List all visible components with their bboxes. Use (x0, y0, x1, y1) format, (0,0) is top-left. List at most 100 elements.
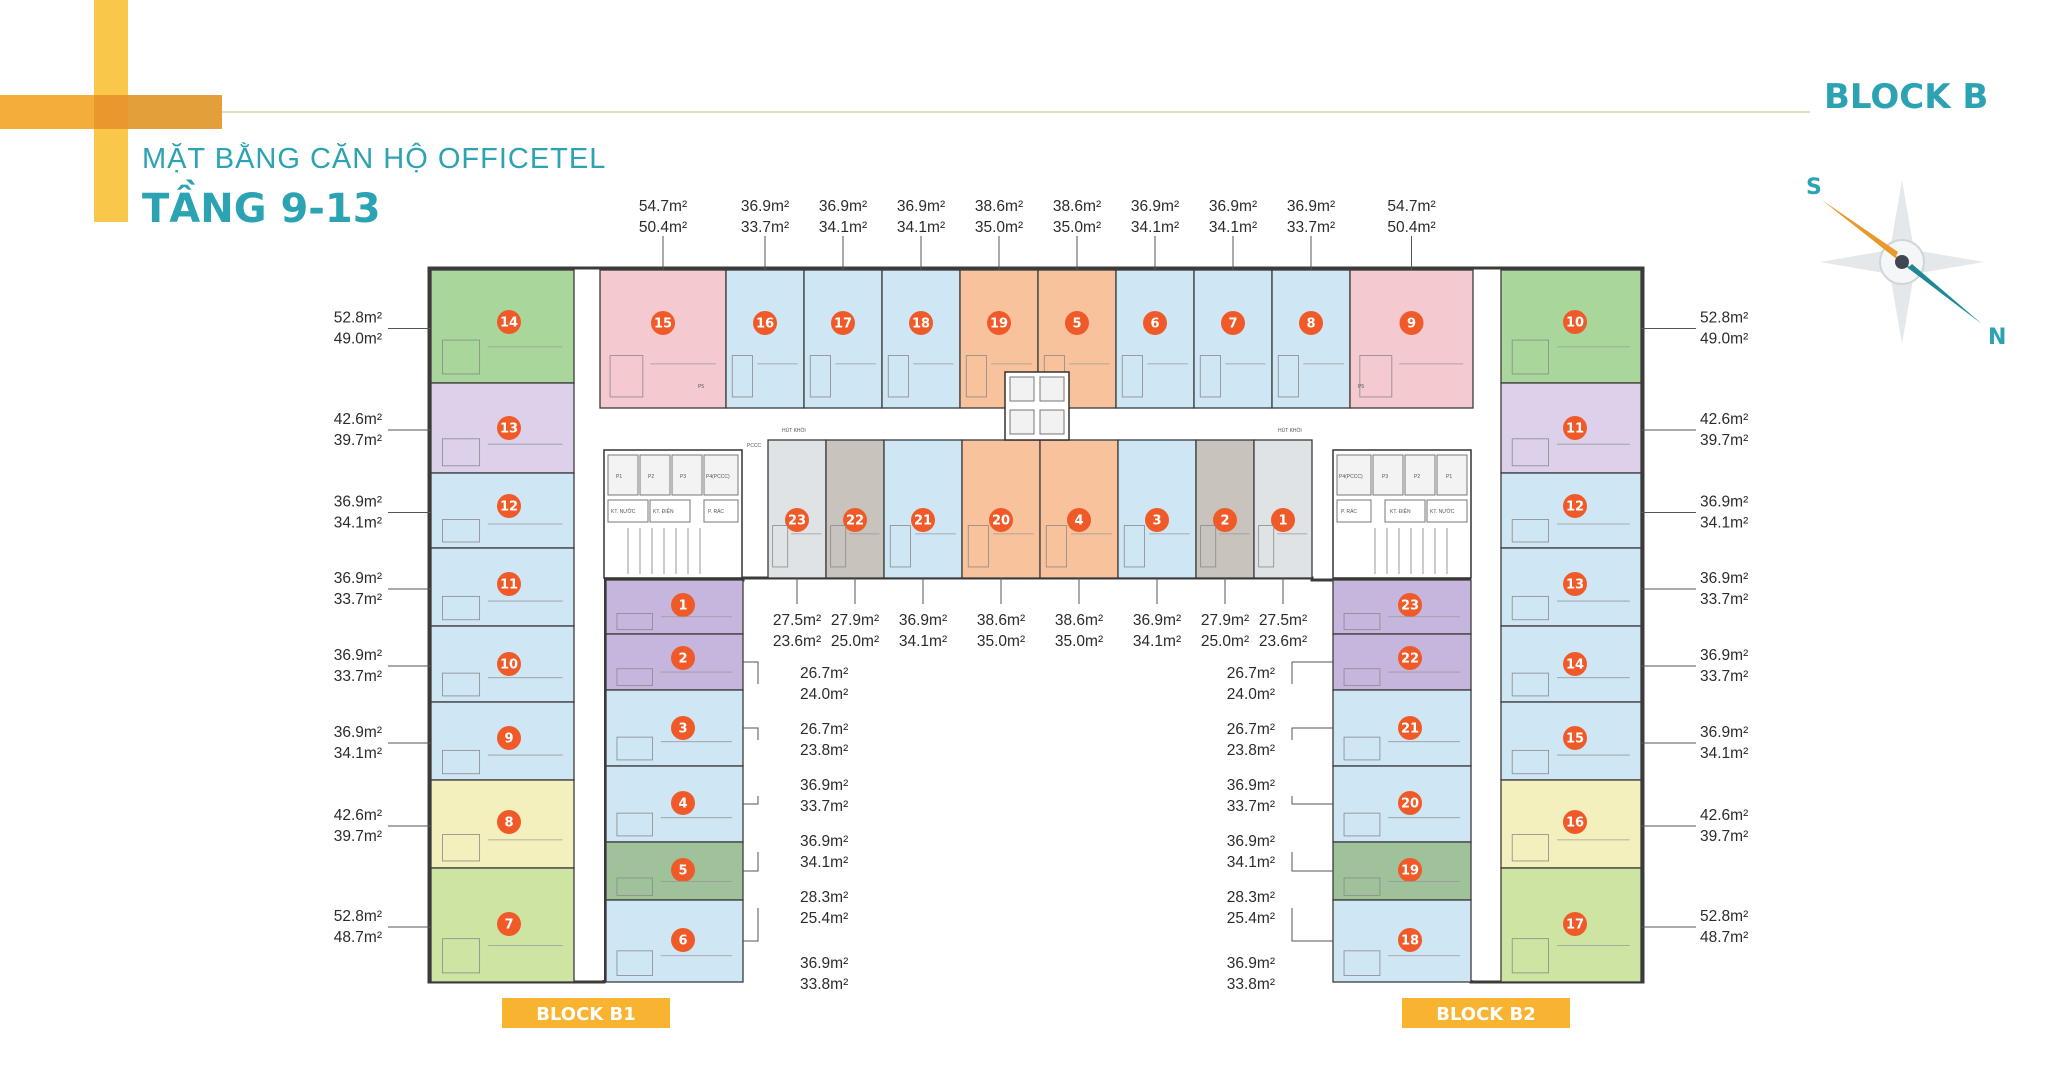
unit-bathroom (1511, 749, 1549, 775)
unit-area-net: 33.7m² (1287, 219, 1335, 236)
unit-area-gross: 38.6m² (1055, 612, 1103, 629)
unit-area-gross: 36.9m² (1209, 198, 1257, 215)
unit-number: 10 (500, 658, 518, 673)
unit-number-marker (753, 311, 777, 335)
unit-number-marker (1563, 810, 1587, 834)
unit-number-marker (1563, 726, 1587, 750)
unit-number-marker (1067, 508, 1091, 532)
unit-number-marker (1398, 716, 1422, 740)
unit-number-marker (831, 311, 855, 335)
unit-number-marker (497, 494, 521, 518)
unit-area-gross: 36.9m² (1227, 777, 1275, 794)
unit-area-gross: 42.6m² (334, 411, 382, 428)
unit-bathroom (1200, 525, 1217, 568)
unit-number: 6 (678, 934, 687, 949)
unit-number-marker (1065, 311, 1089, 335)
unit-bathroom (1343, 877, 1381, 896)
unit-area-net: 34.1m² (334, 745, 382, 762)
unit-details (442, 339, 1630, 976)
unit-bathroom (1511, 519, 1549, 543)
unit-area-gross: 27.5m² (773, 612, 821, 629)
unit-bathroom (965, 355, 987, 398)
unit-area-net: 34.1m² (1209, 219, 1257, 236)
unit-bathroom (1123, 525, 1145, 568)
unit-area-net: 25.4m² (800, 910, 848, 927)
block-b2-label: BLOCK B2 (1402, 998, 1570, 1028)
leader-line (743, 908, 759, 942)
unit-bathroom (1511, 672, 1549, 697)
unit-room (599, 269, 727, 409)
central-core: PCCC HÚT KHÓI HÚT KHÓI P5 P5 (698, 371, 1364, 449)
unit-bathroom (1343, 613, 1381, 631)
unit-number: 21 (914, 514, 932, 529)
unit-bathroom (967, 525, 989, 568)
unit-number: 15 (654, 317, 672, 332)
unit-number-marker (1143, 311, 1167, 335)
unit-number-marker (843, 508, 867, 532)
unit-number: 4 (678, 797, 687, 812)
unit-number: 11 (1566, 422, 1584, 437)
unit-area-net: 34.1m² (1131, 219, 1179, 236)
unit-number: 4 (1074, 514, 1083, 529)
unit-area-gross: 54.7m² (1387, 198, 1435, 215)
unit-bathroom (731, 355, 753, 398)
unit-area-net: 49.0m² (334, 331, 382, 348)
unit-area-gross: 52.8m² (334, 310, 382, 327)
unit-bathroom (1511, 834, 1549, 862)
area-leaders (388, 236, 1696, 942)
unit-area-gross: 36.9m² (334, 647, 382, 664)
unit-number: 1 (1278, 514, 1287, 529)
room-label: P. RÁC (1341, 508, 1357, 515)
unit-area-net: 34.1m² (897, 219, 945, 236)
unit-room (881, 269, 961, 409)
unit-number-marker (1145, 508, 1169, 532)
unit-number: 1 (678, 599, 687, 614)
unit-area-gross: 26.7m² (800, 665, 848, 682)
unit-area-net: 48.7m² (334, 929, 382, 946)
unit-number: 16 (756, 317, 774, 332)
service-core-right: P4(PCCC) P3 P2 P1 P. RÁC KT. ĐIỆN KT. NƯ… (1332, 449, 1472, 579)
unit-number: 15 (1566, 732, 1584, 747)
unit-number-marker (671, 858, 695, 882)
unit-area-gross: 28.3m² (800, 889, 848, 906)
unit-number-marker (671, 716, 695, 740)
unit-area-gross: 36.9m² (1700, 647, 1748, 664)
unit-number: 14 (1566, 658, 1584, 673)
unit-room (803, 269, 883, 409)
unit-bathroom (1511, 938, 1549, 974)
room-label: P4(PCCC) (1339, 474, 1363, 480)
page-subtitle: MẶT BẰNG CĂN HỘ OFFICETEL (142, 141, 606, 175)
unit-number: 5 (678, 864, 687, 879)
unit-area-gross: 27.5m² (1259, 612, 1307, 629)
unit-bathroom (1511, 339, 1549, 375)
unit-area-gross: 52.8m² (1700, 310, 1748, 327)
unit-number: 19 (1401, 864, 1419, 879)
unit-room (1115, 269, 1195, 409)
unit-area-gross: 36.9m² (1700, 724, 1748, 741)
unit-number-marker (497, 416, 521, 440)
unit-bathroom (442, 438, 481, 467)
unit-area-gross: 28.3m² (1227, 889, 1275, 906)
area-labels: 54.7m²50.4m²36.9m²33.7m²36.9m²34.1m²36.9… (334, 198, 1749, 993)
unit-number-marker (497, 652, 521, 676)
unit-bathroom (616, 812, 653, 837)
room-label: P1 (1446, 474, 1452, 480)
unit-area-gross: 36.9m² (800, 777, 848, 794)
unit-number-marker (497, 810, 521, 834)
unit-area-net: 33.7m² (1700, 591, 1748, 608)
unit-bathroom (1511, 595, 1549, 621)
unit-area-net: 23.8m² (1227, 742, 1275, 759)
unit-number-marker (1563, 494, 1587, 518)
unit-area-net: 34.1m² (1227, 854, 1275, 871)
unit-bathroom (809, 355, 831, 398)
unit-area-gross: 26.7m² (800, 721, 848, 738)
unit-area-net: 33.7m² (1227, 798, 1275, 815)
leader-line (743, 796, 759, 805)
unit-area-gross: 38.6m² (1053, 198, 1101, 215)
unit-bathroom (442, 339, 481, 375)
unit-area-gross: 52.8m² (1700, 908, 1748, 925)
unit-number-marker (671, 646, 695, 670)
unit-bathroom (442, 519, 481, 543)
